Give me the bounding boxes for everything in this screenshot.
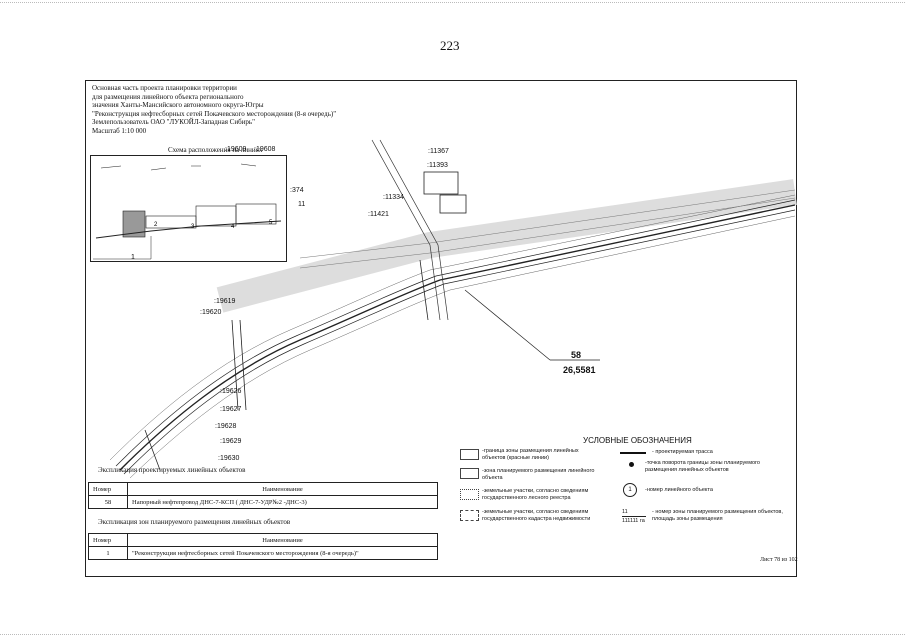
parcel-label: :11334 xyxy=(383,194,404,201)
header-line: Землепользователь ОАО "ЛУКОЙЛ-Западная С… xyxy=(92,118,255,127)
crossing-pipes xyxy=(144,259,429,471)
parcel-label: :19608 xyxy=(254,146,276,153)
table-header-row: Номер Наименование xyxy=(88,533,438,547)
pipeline-corridor xyxy=(109,189,796,479)
parcel-label: :19626 xyxy=(220,388,242,395)
inset-map: 1 2 3 4 5 xyxy=(93,163,282,261)
scan-noise-top xyxy=(0,2,905,5)
explication-lines-title: Экспликация проектируемых линейных объек… xyxy=(98,466,246,474)
legend-route-line xyxy=(620,452,646,454)
inset-number: 5 xyxy=(269,220,273,226)
explication-zones-table: Номер Наименование 1 "Реконструкция нефт… xyxy=(88,533,438,560)
sheet-label: Лист 78 из 102 xyxy=(760,557,798,563)
header-line: для размещения линейного объекта региона… xyxy=(92,92,244,101)
table-header-cell: Наименование xyxy=(127,482,438,496)
inset-title: Схема расположения на линиях xyxy=(168,146,263,154)
legend-zone-divider xyxy=(622,516,646,517)
table-cell: 1 xyxy=(88,546,128,560)
legend-item: -земельные участки, согласно сведениям г… xyxy=(482,509,591,522)
object-number-circle-icon: 1 xyxy=(623,483,637,497)
table-header-cell: Номер xyxy=(88,533,128,547)
parcel-label: :19630 xyxy=(218,455,240,462)
legend-swatch-cadastre xyxy=(460,510,479,521)
inset-number: 2 xyxy=(154,222,158,228)
parcel-label: :11393 xyxy=(427,162,448,169)
parcel-label: :19619 xyxy=(214,298,236,305)
header-line: "Реконструкция нефтесборных сетей Покаче… xyxy=(92,109,337,118)
parcel-label: :11421 xyxy=(368,211,389,218)
header-line: Масштаб 1:10 000 xyxy=(92,126,147,135)
header-block: Основная часть проекта планировки террит… xyxy=(92,84,336,136)
legend-swatch-zone xyxy=(460,468,479,479)
parcel-label: :19629 xyxy=(220,438,242,445)
drawing-frame xyxy=(85,80,797,577)
building-11393 xyxy=(423,171,467,214)
table-row: 1 "Реконструкция нефтесборных сетей Пока… xyxy=(88,546,438,560)
legend-swatch-forest xyxy=(460,489,479,500)
vertical-road xyxy=(371,139,449,321)
table-cell: "Реконструкция нефтесборных сетей Покаче… xyxy=(127,546,438,560)
page-number: 223 xyxy=(440,38,460,53)
legend-item: -зона планируемого размещения линейного … xyxy=(482,468,595,481)
turn-point-dot-icon xyxy=(629,462,634,467)
parcel-label: :19609 xyxy=(225,146,247,153)
inset-number: 4 xyxy=(231,224,235,230)
scan-noise-bottom xyxy=(0,634,905,637)
road-band xyxy=(216,179,797,313)
legend-item: -земельные участки, согласно сведениям г… xyxy=(482,488,589,501)
legend-zone-area: 111111 га xyxy=(622,518,645,524)
legend-item: -точка поворота границы зоны планируемог… xyxy=(645,460,760,473)
parcel-label: :19620 xyxy=(200,309,222,316)
table-cell: Напорный нефтепровод ДНС-7-КСП ( ДНС-7-У… xyxy=(127,495,438,509)
table-cell: 58 xyxy=(88,495,128,509)
legend-title: УСЛОВНЫЕ ОБОЗНАЧЕНИЯ xyxy=(583,436,692,445)
callout-leader xyxy=(464,289,551,361)
legend-swatch-red-lines xyxy=(460,449,479,460)
table-header-cell: Номер xyxy=(88,482,128,496)
legend-item: - проектируемая трасса xyxy=(652,449,713,455)
location-inset: 1 2 3 4 5 xyxy=(90,155,287,262)
zone-callout-area: 26,5581 xyxy=(563,365,596,375)
inset-number: 3 xyxy=(191,224,195,230)
parcel-label: 11 xyxy=(298,201,306,208)
legend-item: -граница зоны размещения линейных объект… xyxy=(482,448,579,461)
legend-item: -номер линейного объекта xyxy=(645,487,713,493)
legend-item: - номер зоны планируемого размещения объ… xyxy=(652,509,783,522)
header-line: значения Ханты-Мансийского автономного о… xyxy=(92,101,264,110)
parcel-label: :19628 xyxy=(215,423,237,430)
parcel-label: :374 xyxy=(290,187,304,194)
explication-zones-title: Экспликация зон планируемого размещения … xyxy=(98,518,291,526)
table-row: 58 Напорный нефтепровод ДНС-7-КСП ( ДНС-… xyxy=(88,495,438,509)
table-header-cell: Наименование xyxy=(127,533,438,547)
table-header-row: Номер Наименование xyxy=(88,482,438,496)
parcel-label: :19627 xyxy=(220,406,242,413)
header-line: Основная часть проекта планировки террит… xyxy=(92,84,237,92)
inset-number: 1 xyxy=(131,254,135,261)
parcel-label: :11367 xyxy=(428,148,449,155)
zone-callout-number: 58 xyxy=(571,350,582,360)
legend-zone-number: 11 xyxy=(622,509,628,515)
explication-lines-table: Номер Наименование 58 Напорный нефтепров… xyxy=(88,482,438,509)
